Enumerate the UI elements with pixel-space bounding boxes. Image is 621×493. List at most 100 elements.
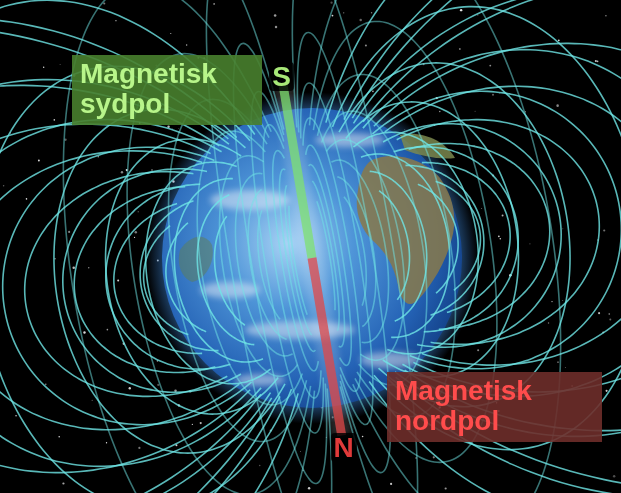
star [170,33,171,34]
field-line [309,165,345,347]
star [213,3,215,5]
star [498,235,500,237]
field-line [301,83,373,425]
star [117,279,119,281]
star [595,60,597,62]
star [603,229,605,231]
field-line [279,169,315,351]
star [332,15,334,17]
star [62,482,64,484]
star [3,185,4,186]
north-pole-label-box: Magnetisk nordpol [387,372,602,442]
star [107,329,109,331]
star [45,383,47,385]
field-line [146,162,271,384]
star [439,111,440,112]
star [598,312,600,314]
field-line [166,223,206,332]
star [608,313,610,315]
star [60,64,61,65]
star [72,267,75,270]
field-line [106,139,279,414]
star [597,60,599,62]
field-line [385,86,621,365]
star [613,475,615,477]
field-line [0,124,250,473]
star [606,390,608,392]
pole-letter: N [331,433,357,462]
star [562,228,564,230]
star [556,104,559,107]
star [564,366,566,368]
star [548,322,549,323]
field-line [344,0,621,493]
star [551,301,552,302]
star [557,361,559,363]
star [459,48,461,50]
star [134,237,135,238]
star [38,160,40,162]
star [274,14,277,17]
star [192,424,193,425]
star [475,111,476,112]
star [275,26,277,28]
field-line [409,143,550,329]
star [609,319,611,321]
star [372,90,374,92]
star [390,483,392,485]
field-line [418,184,458,293]
field-line [422,163,510,313]
star [558,39,560,41]
field-line [114,204,202,354]
pole-label: Magnetisk sydpol [80,59,254,119]
field-line [0,18,280,493]
star [300,451,302,453]
star [138,211,139,212]
field-line [346,102,519,377]
star [502,215,504,217]
continent [179,237,213,282]
star [365,44,367,46]
field-line [0,151,239,430]
star [83,331,85,333]
field-line [263,125,321,398]
star [91,399,93,401]
star [529,243,530,244]
star [157,384,159,386]
star [259,465,261,467]
star [68,231,70,233]
star [359,19,361,21]
star [115,20,116,21]
star [178,128,180,130]
field-line [370,171,427,321]
star [106,442,107,443]
star [362,436,364,438]
star [103,2,105,4]
star [88,267,89,268]
star [200,422,202,424]
star [58,436,59,437]
field-line [303,118,361,391]
pole-letter: S [269,62,294,91]
star [186,44,187,45]
star [135,231,137,233]
field-line [0,66,292,493]
star [433,456,435,458]
star [26,198,28,200]
star [481,208,483,210]
star [371,12,372,13]
star [562,300,564,302]
star [138,447,140,449]
star [129,387,131,389]
south-pole-label-box: Magnetisk sydpol [72,55,262,125]
star [121,171,123,173]
field-line [297,32,390,472]
star [343,12,344,13]
field-line [339,63,570,407]
field-line [0,120,261,467]
star [445,487,447,489]
field-line [0,0,298,493]
star [460,9,462,11]
